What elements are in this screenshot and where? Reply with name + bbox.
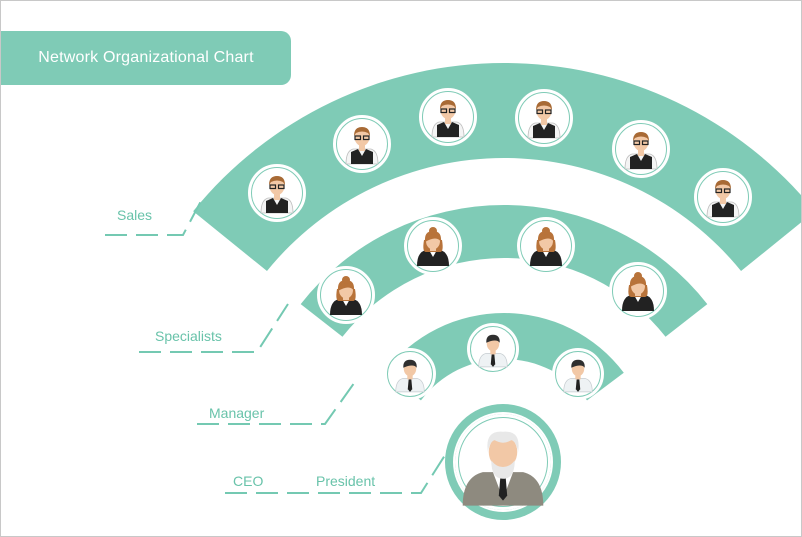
specialist-person-icon-2: [404, 217, 462, 275]
leader-sales: [105, 200, 202, 236]
label-president: President: [316, 473, 375, 489]
page-title: Network Organizational Chart: [38, 49, 254, 66]
specialist-person-icon-3: [517, 217, 575, 275]
title-banner: Network Organizational Chart: [1, 31, 291, 85]
label-specialists: Specialists: [155, 328, 222, 344]
label-manager: Manager: [209, 405, 265, 421]
leader-lines: [105, 200, 448, 494]
manager-person-icon-2: [467, 323, 519, 375]
sales-person-icon-5: [612, 120, 670, 178]
sales-person-icon-2: [333, 115, 391, 173]
leader-ceo: [225, 451, 448, 494]
sales-person-icon-1: [248, 164, 306, 222]
specialist-person-icon-1: [317, 266, 375, 324]
ceo-figure: [455, 414, 551, 510]
band-sales: [193, 63, 801, 272]
leader-manager: [197, 378, 358, 425]
manager-person-icon-1: [384, 348, 436, 400]
people-icons: [248, 88, 752, 520]
sales-person-icon-6: [694, 168, 752, 226]
band-specialists: [300, 204, 708, 337]
specialist-person-icon-4: [609, 262, 667, 320]
sales-person-icon-4: [515, 89, 573, 147]
ceo-person-icon: [453, 412, 553, 512]
manager-person-icon-3: [552, 348, 604, 400]
label-sales: Sales: [117, 207, 152, 223]
sales-person-icon-3: [419, 88, 477, 146]
label-ceo: CEO: [233, 473, 263, 489]
leader-specialists: [139, 303, 289, 353]
